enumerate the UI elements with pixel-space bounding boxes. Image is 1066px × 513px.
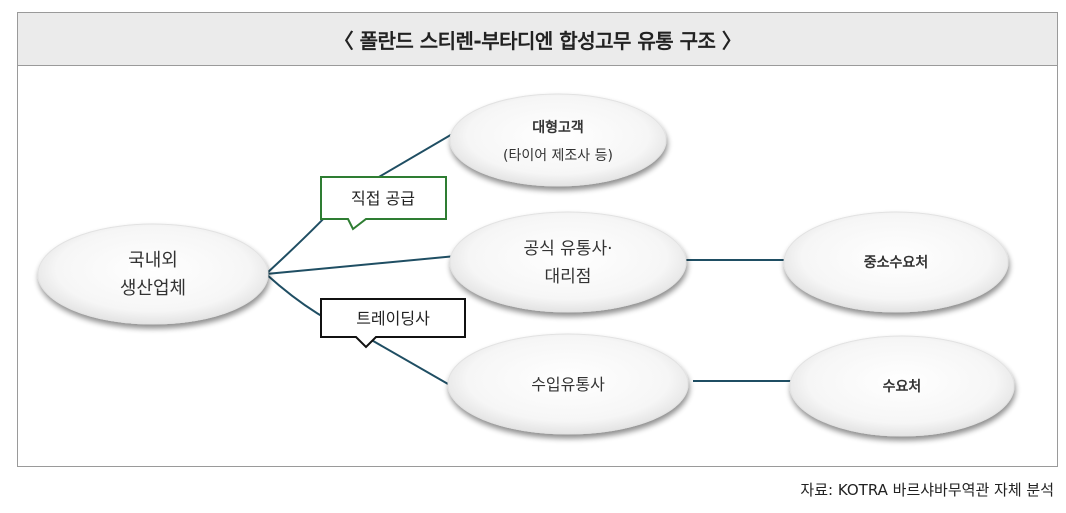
- node-import-distributor: 수입유통사: [447, 333, 689, 435]
- node-import-distributor-label: 수입유통사: [531, 375, 605, 394]
- diagram-title: 〈 폴란드 스티렌-부타디엔 합성고무 유통 구조 〉: [18, 13, 1057, 66]
- edge-label-trading: 트레이딩사: [320, 298, 466, 349]
- node-consumer-label: 수요처: [883, 379, 922, 395]
- distribution-structure-diagram: 국내외 생산업체 대형고객 (타이어 제조사 등) 공식 유통사· 대리점 수입…: [37, 93, 1015, 437]
- node-large-customer-line2: (타이어 제조사 등): [503, 148, 613, 164]
- node-official-distributor-line1: 공식 유통사·: [523, 239, 612, 259]
- diagram-frame: 〈 폴란드 스티렌-부타디엔 합성고무 유통 구조 〉: [17, 12, 1058, 467]
- edge-label-direct-supply: 직접 공급: [320, 176, 447, 231]
- node-sme-consumer: 중소수요처: [783, 211, 1009, 313]
- node-producer-line1: 국내외: [128, 250, 178, 271]
- node-consumer: 수요처: [789, 335, 1015, 437]
- node-official-distributor: 공식 유통사· 대리점: [449, 211, 687, 313]
- edge-label-direct-supply-text: 직접 공급: [351, 189, 415, 208]
- node-large-customer-line1: 대형고객: [532, 119, 584, 136]
- node-official-distributor-line2: 대리점: [545, 267, 592, 287]
- connector-producer-official-distributor: [265, 255, 457, 275]
- node-large-customer: 대형고객 (타이어 제조사 등): [449, 93, 667, 187]
- source-note: 자료: KOTRA 바르샤바무역관 자체 분석: [800, 481, 1054, 499]
- node-sme-consumer-label: 중소수요처: [864, 255, 928, 271]
- edge-label-trading-text: 트레이딩사: [356, 309, 430, 328]
- node-producer-line2: 생산업체: [120, 278, 186, 299]
- node-producer: 국내외 생산업체: [37, 223, 269, 325]
